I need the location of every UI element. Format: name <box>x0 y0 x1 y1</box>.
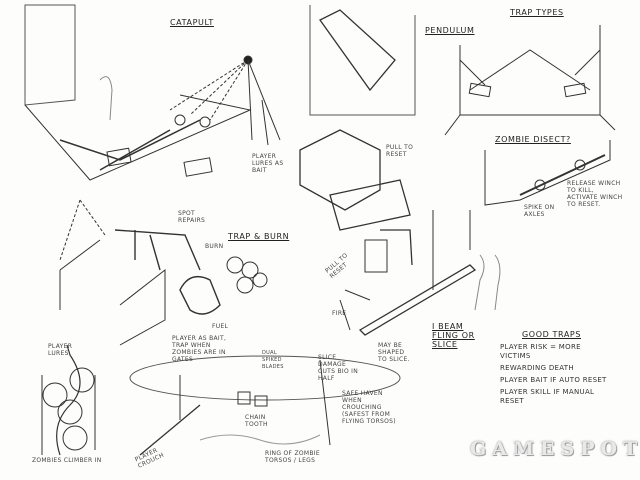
trap-burn-drawing <box>59 199 268 346</box>
slice-damage-label: SLICE DAMAGE CUTS BIO IN HALF <box>318 354 359 382</box>
blade-ring-drawing <box>129 355 401 456</box>
pendulum-note: PULL TO RESET <box>386 144 414 158</box>
watermark-text: GAMESPOT <box>470 438 640 460</box>
zombie-disect-release-note: RELEASE WINCH TO KILL, ACTIVATE WINCH TO… <box>567 180 623 208</box>
good-traps-list: GOOD TRAPS PLAYER RISK = MORE VICTIMS RE… <box>500 330 610 406</box>
ring-of-zombies-label: RING OF ZOMBIE TORSOS / LEGS <box>265 450 320 464</box>
safe-haven-label: SAFE HAVEN WHEN CROUCHING (SAFEST FROM F… <box>342 390 396 425</box>
catapult-title: CATAPULT <box>170 18 214 27</box>
good-traps-title: GOOD TRAPS <box>522 330 581 339</box>
pendulum-drawing <box>299 5 416 231</box>
good-trap-item: REWARDING DEATH <box>500 364 574 372</box>
trap-types-drawing <box>444 25 616 206</box>
trap-burn-note: PLAYER AS BAIT, TRAP WHEN ZOMBIES ARE IN… <box>172 335 227 363</box>
trap-types-title: TRAP TYPES <box>510 8 564 17</box>
burn-label: BURN <box>205 243 224 250</box>
zombie-disect-title: ZOMBIE DISECT? <box>495 135 571 144</box>
zombie-disect-spikes-note: SPIKE ON AXLES <box>524 204 555 218</box>
climber-label: ZOMBIES CLIMBER IN <box>32 457 102 464</box>
good-trap-item: PLAYER BAIT IF AUTO RESET <box>500 376 607 384</box>
fuel-label: FUEL <box>212 323 229 330</box>
pendulum-title: PENDULUM <box>425 26 475 35</box>
climber-drawing <box>41 344 96 456</box>
chain-tooth-label: CHAIN TOOTH <box>245 414 268 428</box>
i-beam-drawing <box>339 210 501 336</box>
trap-burn-title: TRAP & BURN <box>228 232 290 241</box>
good-trap-item: PLAYER SKILL IF MANUAL RESET <box>500 388 595 405</box>
gamespot-watermark: GAMESPOT <box>470 432 640 464</box>
catapult-drawing <box>24 4 281 181</box>
spot-repairs-label: SPOT REPAIRS <box>178 210 206 224</box>
good-trap-item: PLAYER RISK = MORE VICTIMS <box>500 343 581 360</box>
catapult-note: PLAYER LURES AS BAIT <box>252 153 284 174</box>
dual-blades-label: DUAL SPIKED BLADES <box>262 350 284 370</box>
ibeam-title: I BEAM FLING OR SLICE <box>432 322 475 349</box>
fire-label: FIRE <box>332 310 347 317</box>
player-lures-label: PLAYER LURES <box>48 343 73 357</box>
ibeam-note: MAY BE SHAPED TO SLICE. <box>378 342 410 363</box>
